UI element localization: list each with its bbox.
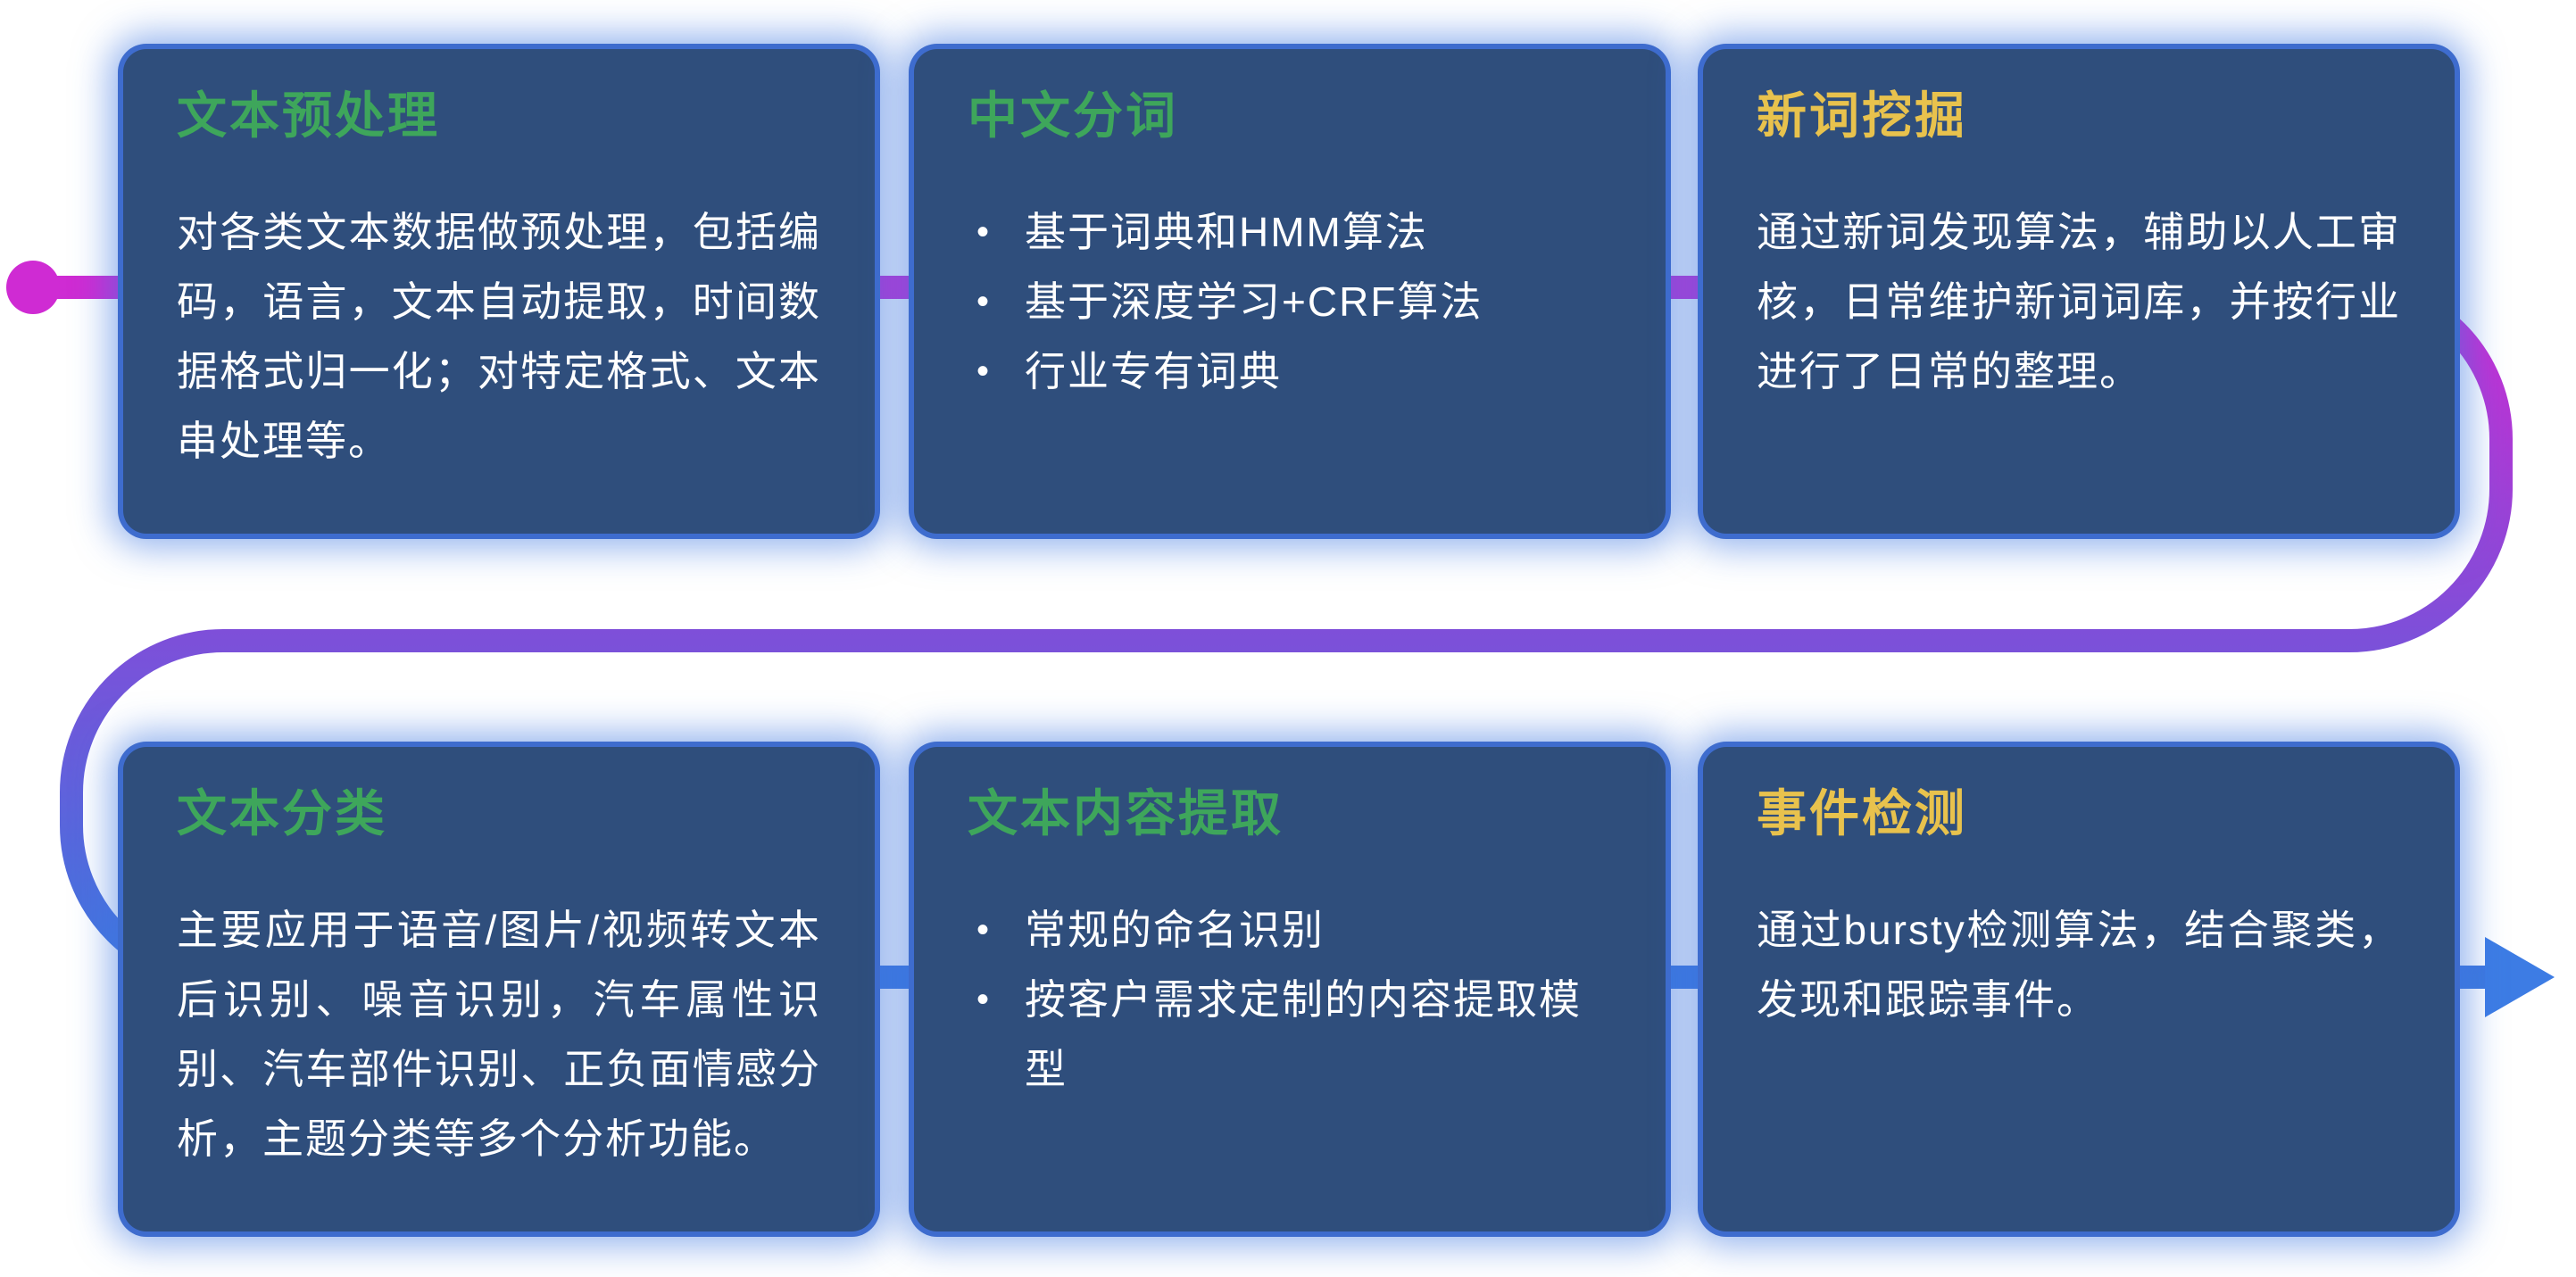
card-5-bullet-list: 常规的命名识别 按客户需求定制的内容提取模型: [968, 895, 1612, 1104]
flow-arrow-icon: [2485, 937, 2555, 1017]
card-5-title: 文本内容提取: [968, 785, 1284, 842]
card-2-title: 中文分词: [968, 87, 1178, 144]
bullet-item: 行业专有词典: [968, 336, 1612, 406]
card-3-body: 通过新词发现算法，辅助以人工审核，日常维护新词词库，并按行业进行了日常的整理。: [1757, 208, 2401, 394]
card-3-title: 新词挖掘: [1757, 87, 1967, 144]
card-event-detection: 事件检测 通过bursty检测算法，结合聚类，发现和跟踪事件。: [1703, 747, 2455, 1231]
card-6-body: 通过bursty检测算法，结合聚类，发现和跟踪事件。: [1757, 906, 2401, 1023]
card-1-body: 对各类文本数据做预处理，包括编码，语言，文本自动提取，时间数据格式归一化；对特定…: [177, 208, 821, 464]
card-2-bullet-list: 基于词典和HMM算法 基于深度学习+CRF算法 行业专有词典: [968, 197, 1612, 406]
card-4-title: 文本分类: [177, 785, 387, 842]
card-new-word-mining: 新词挖掘 通过新词发现算法，辅助以人工审核，日常维护新词词库，并按行业进行了日常…: [1703, 49, 2455, 534]
card-text-preprocessing: 文本预处理 对各类文本数据做预处理，包括编码，语言，文本自动提取，时间数据格式归…: [123, 49, 875, 534]
card-text-content-extraction: 文本内容提取 常规的命名识别 按客户需求定制的内容提取模型: [914, 747, 1666, 1231]
card-chinese-word-segmentation: 中文分词 基于词典和HMM算法 基于深度学习+CRF算法 行业专有词典: [914, 49, 1666, 534]
bullet-item: 基于深度学习+CRF算法: [968, 267, 1612, 336]
flow-line: [21, 276, 2513, 989]
card-1-title: 文本预处理: [177, 87, 440, 144]
bullet-item: 按客户需求定制的内容提取模型: [968, 965, 1612, 1104]
card-text-classification: 文本分类 主要应用于语音/图片/视频转文本后识别、噪音识别，汽车属性识别、汽车部…: [123, 747, 875, 1231]
bullet-item: 常规的命名识别: [968, 895, 1612, 965]
card-4-body: 主要应用于语音/图片/视频转文本后识别、噪音识别，汽车属性识别、汽车部件识别、正…: [177, 906, 821, 1162]
card-6-title: 事件检测: [1757, 785, 1967, 842]
bullet-item: 基于词典和HMM算法: [968, 197, 1612, 267]
flow-start-dot: [6, 261, 60, 314]
